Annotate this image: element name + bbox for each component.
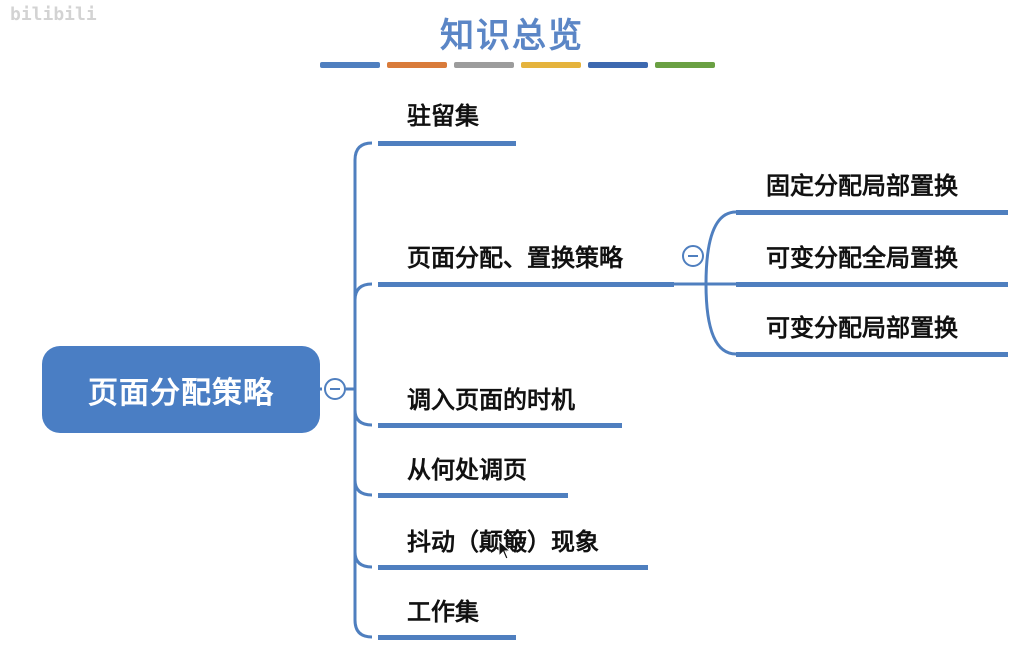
- root-collapse-minus-icon[interactable]: [324, 378, 346, 400]
- color-bar-2: [387, 62, 447, 68]
- branch-underline-6: [378, 635, 516, 640]
- sub-underline-2: [736, 282, 1008, 287]
- sub-node-variable-local[interactable]: 可变分配局部置换: [766, 314, 958, 342]
- color-bar-1: [320, 62, 380, 68]
- sub-node-variable-global[interactable]: 可变分配全局置换: [766, 244, 958, 272]
- sub-underline-1: [736, 210, 1008, 215]
- branch-node-allocation-replacement[interactable]: 页面分配、置换策略: [407, 244, 623, 272]
- color-bar-4: [521, 62, 581, 68]
- branch-node-working-set[interactable]: 工作集: [407, 598, 479, 626]
- sub-underline-3: [736, 352, 1008, 357]
- mouse-pointer-icon: [498, 540, 512, 560]
- sub-connector-3: [704, 283, 737, 356]
- sub-connector-1: [704, 210, 737, 285]
- color-bar-6: [655, 62, 715, 68]
- branch-connector-3: [353, 409, 373, 427]
- branch-connector-4: [353, 479, 373, 497]
- branch-underline-1: [378, 141, 516, 146]
- root-node[interactable]: 页面分配策略: [42, 346, 320, 433]
- branch-node-resident-set[interactable]: 驻留集: [407, 102, 479, 130]
- branch-collapse-minus-icon[interactable]: [682, 245, 704, 267]
- page-title: 知识总览: [440, 16, 584, 56]
- branch-underline-3: [378, 423, 622, 428]
- branch-connector-2: [353, 282, 373, 301]
- sub-node-fixed-local[interactable]: 固定分配局部置换: [766, 172, 958, 200]
- branch-underline-5: [378, 565, 648, 570]
- branch-connector-5: [353, 551, 373, 569]
- branch-underline-4: [378, 493, 568, 498]
- branch-underline-2: [378, 282, 674, 287]
- branch-node-page-source[interactable]: 从何处调页: [407, 456, 527, 484]
- color-bar-3: [454, 62, 514, 68]
- color-bar-5: [588, 62, 648, 68]
- watermark-logo: bilibili: [10, 4, 97, 25]
- branch-node-page-in-timing[interactable]: 调入页面的时机: [407, 386, 575, 414]
